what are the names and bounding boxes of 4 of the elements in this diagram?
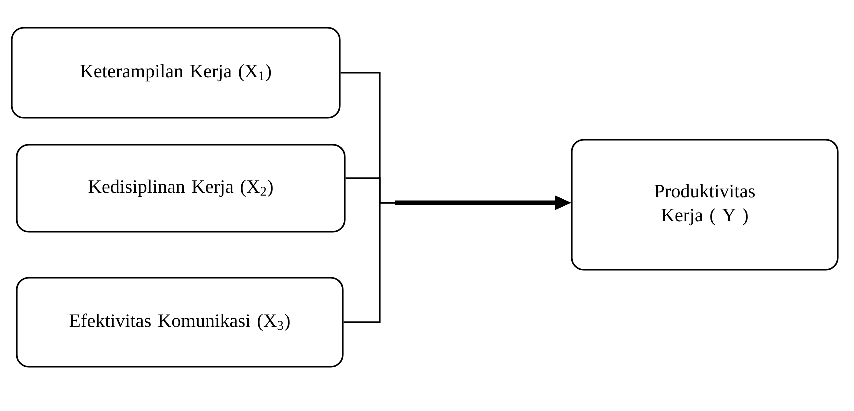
concept-box: Keterampilan Kerja (X$_{1}$) (11, 27, 341, 119)
concept-box: Efektivitas Komunikasi (X$_{3}$) (16, 277, 344, 368)
concept-box: Produktivitas Kerja ( Y ) (571, 139, 839, 271)
concept-box: Kedisiplinan Kerja (X$_{2}$) (16, 144, 346, 233)
